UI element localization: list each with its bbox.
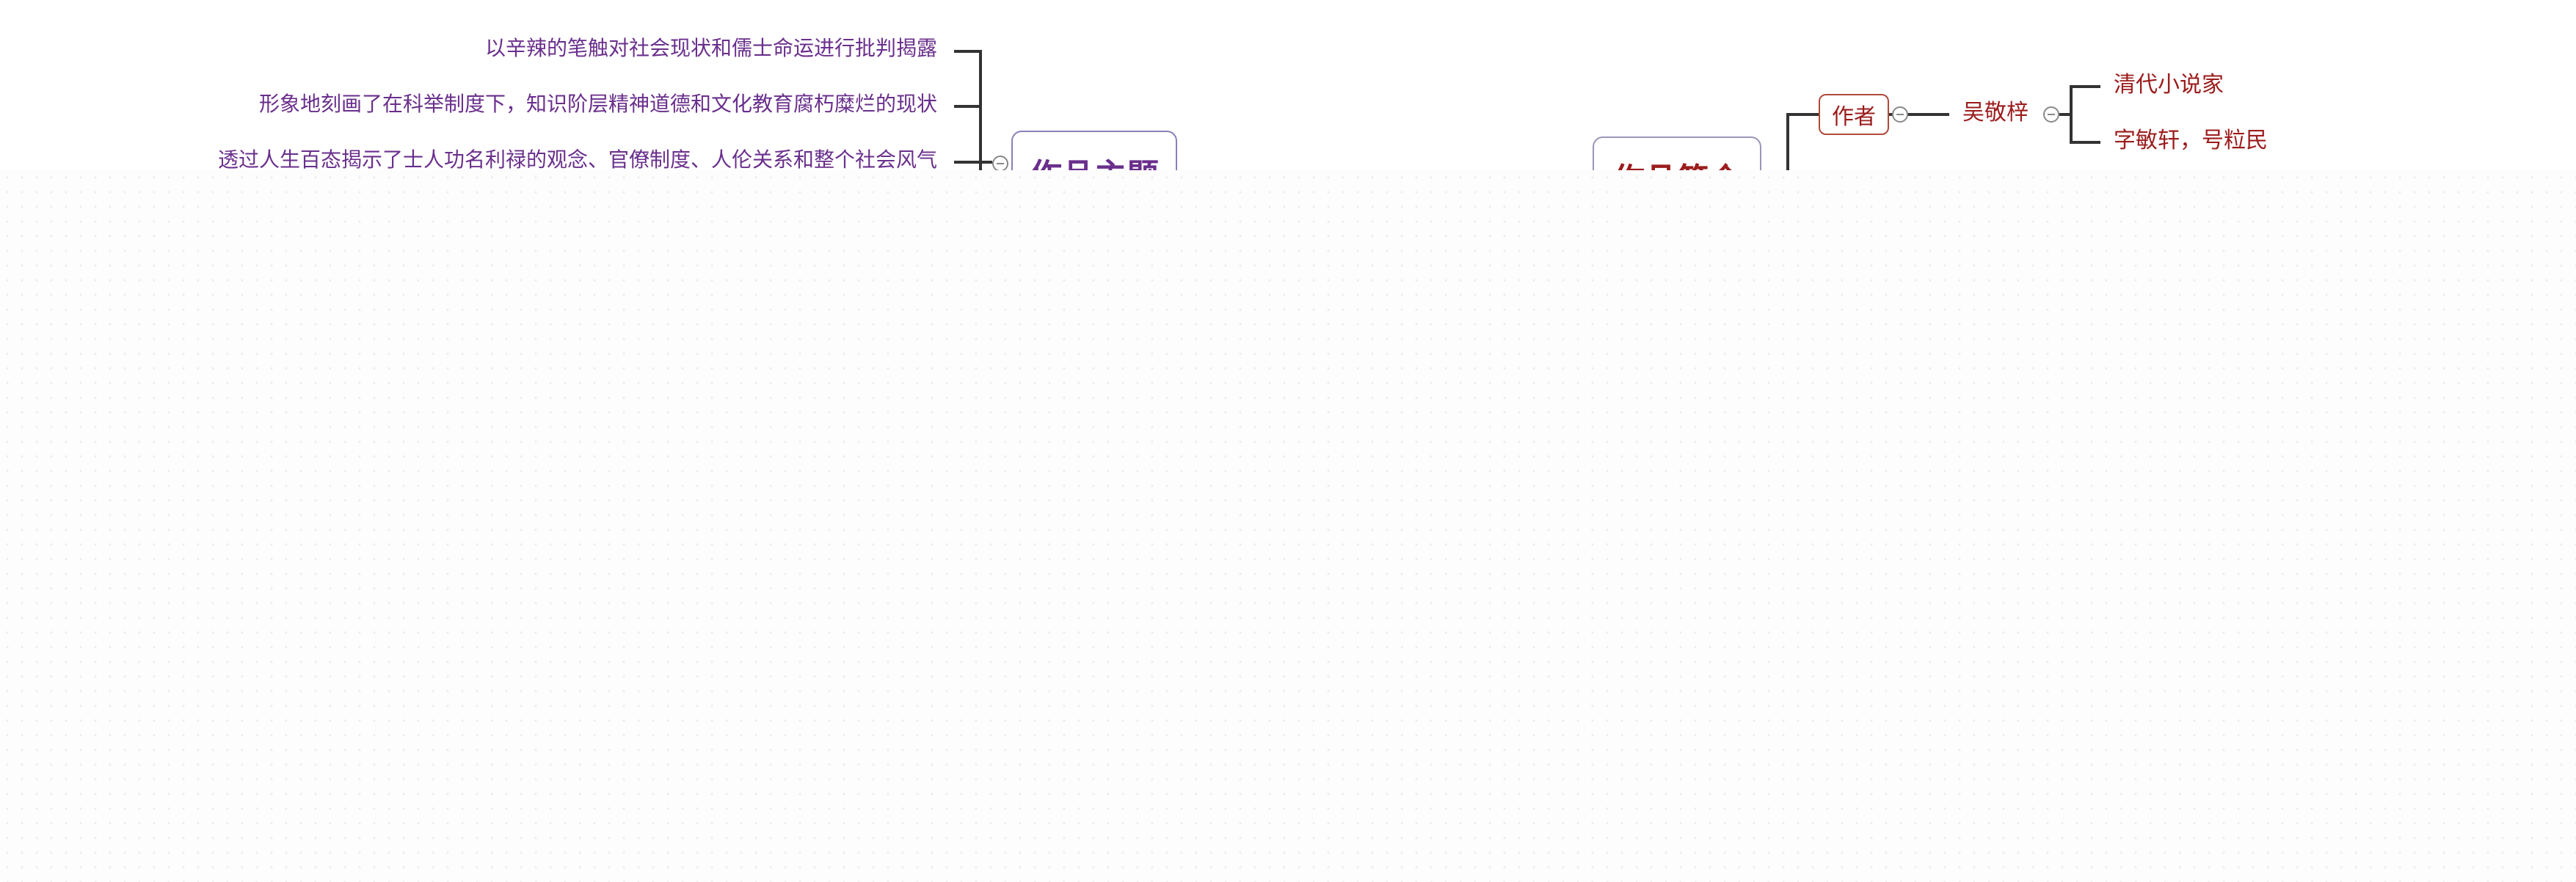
author-name[interactable]: 吴敬梓 [1962, 101, 2029, 125]
author-node[interactable]: 作者 [1819, 94, 1889, 135]
theme-item-2[interactable]: 形象地刻画了在科举制度下，知识阶层精神道德和文化教育腐朽糜烂的现状 [258, 92, 937, 115]
canvas-overlay [0, 170, 2576, 882]
author-detail-2[interactable]: 字敏轩，号粒民 [2114, 128, 2268, 153]
author-detail-1[interactable]: 清代小说家 [2114, 73, 2224, 97]
theme-item-1[interactable]: 以辛辣的笔触对社会现状和儒士命运进行批判揭露 [484, 37, 937, 59]
collapse-theme-icon[interactable] [992, 156, 1008, 172]
theme-item-3[interactable]: 透过人生百态揭示了士人功名利禄的观念、官僚制度、人伦关系和整个社会风气 [217, 148, 937, 171]
author-label: 作者 [1832, 105, 1876, 129]
collapse-author-icon[interactable] [1892, 106, 1908, 123]
collapse-author-name-icon[interactable] [2043, 106, 2059, 123]
